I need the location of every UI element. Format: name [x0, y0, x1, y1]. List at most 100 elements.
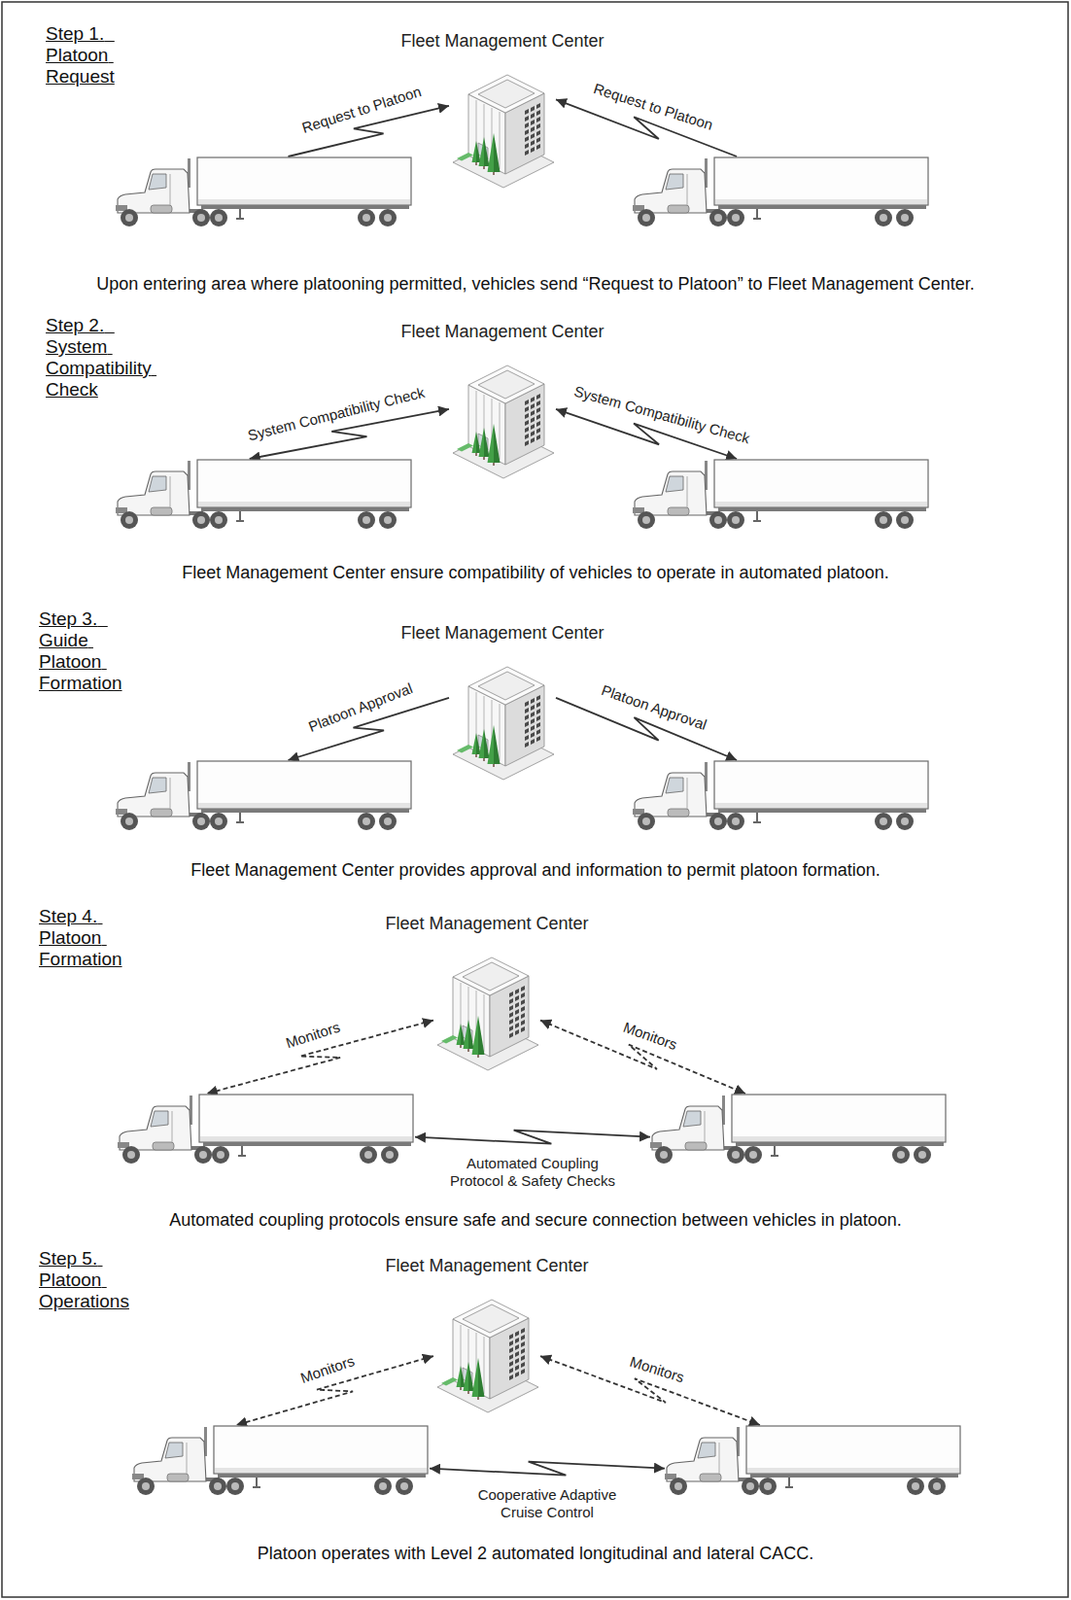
- landing-gear: [255, 1477, 258, 1487]
- wheel: [896, 208, 914, 227]
- trailer-shade: [715, 199, 928, 205]
- landing-gear-foot: [236, 217, 244, 220]
- window: [524, 406, 529, 413]
- cab: [119, 1105, 192, 1150]
- wheel-hub: [216, 1150, 225, 1159]
- roof-rim: [478, 79, 535, 108]
- wheel-hub: [125, 817, 134, 826]
- wheel: [726, 511, 745, 529]
- cab-window: [148, 173, 167, 190]
- cab: [634, 772, 707, 817]
- wheel-hub: [879, 817, 888, 826]
- window: [515, 1364, 519, 1371]
- window: [509, 991, 514, 998]
- window: [530, 423, 535, 430]
- trailer-shade: [198, 199, 411, 205]
- trailer: [199, 1094, 414, 1142]
- wheel: [226, 1477, 244, 1495]
- building-roof: [468, 666, 545, 705]
- fleet-center-icon: Fleet Management Center: [449, 61, 556, 189]
- window: [515, 1337, 519, 1344]
- window: [530, 738, 535, 745]
- cab-window: [683, 1110, 701, 1127]
- landing-gear-foot: [236, 519, 244, 522]
- tree-trunk: [467, 1048, 470, 1052]
- window: [524, 136, 529, 142]
- landing-gear-foot: [785, 1485, 794, 1488]
- window: [515, 1015, 519, 1022]
- cab-door: [687, 777, 689, 811]
- wheel-hub: [362, 213, 371, 222]
- window: [536, 103, 541, 109]
- window: [524, 399, 529, 406]
- window: [536, 407, 541, 414]
- wheel: [208, 1477, 227, 1495]
- pillar: [499, 703, 501, 761]
- wheel-hub: [731, 1150, 740, 1159]
- tree: [456, 1365, 462, 1387]
- window: [515, 1357, 519, 1364]
- building-illustration: [433, 943, 541, 1071]
- trailer: [197, 760, 412, 809]
- wheel-hub: [918, 1150, 927, 1159]
- tree: [493, 725, 501, 764]
- window: [524, 413, 529, 419]
- trailer-shade: [732, 1136, 945, 1141]
- wheel-hub: [214, 213, 223, 222]
- tree: [463, 1361, 470, 1391]
- window: [524, 714, 529, 721]
- node-heading: Fleet Management Center: [400, 622, 604, 644]
- tree-trunk: [459, 1044, 462, 1048]
- window: [515, 1330, 519, 1337]
- landing-gear: [773, 1145, 776, 1156]
- window: [530, 718, 535, 725]
- wheel-hub: [731, 516, 740, 524]
- edge-label: System Compatibility Check: [569, 381, 754, 449]
- tree-trunk: [492, 462, 495, 466]
- cab-window: [165, 1442, 183, 1458]
- window: [520, 1327, 525, 1334]
- landing-gear: [756, 511, 759, 521]
- wheel: [741, 1477, 760, 1495]
- tree-trunk: [477, 1054, 480, 1058]
- building-illustration: [449, 61, 556, 189]
- bench: [456, 152, 474, 162]
- window: [536, 708, 541, 715]
- truck-illustration: [115, 458, 414, 529]
- tree: [472, 1015, 480, 1055]
- wheel: [637, 511, 656, 529]
- window: [530, 731, 535, 738]
- edge-label: Automated Coupling Protocol & Safety Che…: [438, 1154, 627, 1190]
- step-caption: Automated coupling protocols ensure safe…: [10, 1209, 1061, 1231]
- window: [530, 119, 535, 126]
- cab-window: [697, 1442, 716, 1458]
- roof-rim: [478, 370, 535, 399]
- truck: [632, 458, 931, 529]
- wheel: [896, 511, 914, 529]
- wheel: [209, 511, 228, 529]
- wheel: [744, 1145, 762, 1164]
- wheel-hub: [900, 213, 909, 222]
- trailer-shade: [715, 802, 928, 808]
- wheel: [209, 208, 228, 227]
- trailer: [714, 760, 929, 809]
- wheel-hub: [879, 213, 888, 222]
- cab: [117, 169, 190, 213]
- wheel-hub: [364, 1150, 373, 1159]
- landing-gear: [756, 812, 759, 823]
- window: [515, 1350, 519, 1357]
- tree: [487, 725, 495, 764]
- truck-illustration: [664, 1424, 963, 1495]
- tree-trunk: [475, 754, 478, 758]
- wheel: [192, 511, 210, 529]
- window: [509, 1025, 514, 1032]
- landing-gear: [239, 208, 242, 219]
- node-heading: Fleet Management Center: [400, 321, 604, 343]
- step-title: Step 5. Platoon Operations: [38, 1247, 130, 1313]
- node-heading: Fleet Management Center: [384, 1255, 588, 1277]
- tree-trunk: [492, 763, 495, 767]
- trailer-shade: [200, 1136, 413, 1141]
- landing-gear: [241, 1145, 243, 1156]
- trailer-shade: [198, 501, 411, 507]
- landing-gear: [788, 1477, 791, 1487]
